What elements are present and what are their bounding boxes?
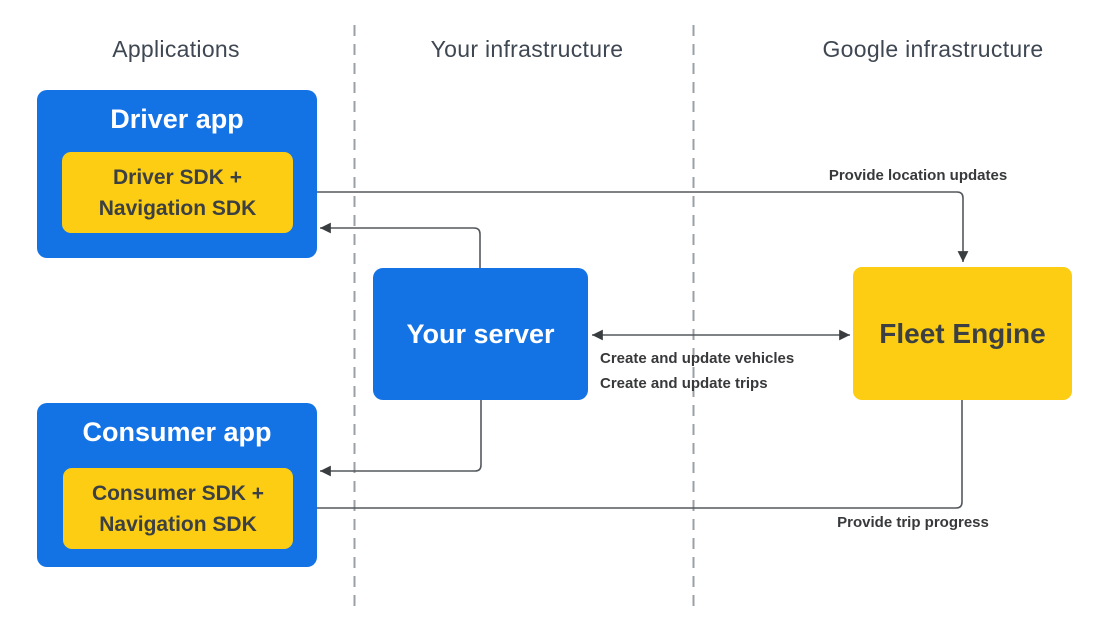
arrow-server-to-driver-app (320, 222, 481, 268)
fleet-engine-title: Fleet Engine (879, 317, 1046, 349)
arrow-location-updates (293, 191, 969, 262)
arrow-trip-progress (296, 400, 963, 514)
consumer-sdk-node: Consumer SDK + Navigation SDK (63, 468, 293, 549)
edge-label-location-updates: Provide location updates (828, 167, 1008, 184)
column-header-your-infrastructure: Your infrastructure (430, 36, 624, 62)
edge-label-trip-progress: Provide trip progress (837, 514, 989, 531)
fleet-engine-node: Fleet Engine (853, 267, 1072, 400)
your-server-title: Your server (406, 318, 555, 349)
column-header-google-infrastructure: Google infrastructure (822, 36, 1044, 62)
your-server-node: Your server (373, 268, 588, 400)
edge-label-create-update: Create and update vehicles Create and up… (600, 350, 795, 392)
column-header-applications: Applications (112, 36, 240, 62)
arrow-server-to-consumer-app (320, 400, 482, 477)
driver-app-title: Driver app (110, 104, 244, 134)
consumer-app-title: Consumer app (82, 417, 272, 447)
driver-sdk-node: Driver SDK + Navigation SDK (62, 152, 293, 233)
